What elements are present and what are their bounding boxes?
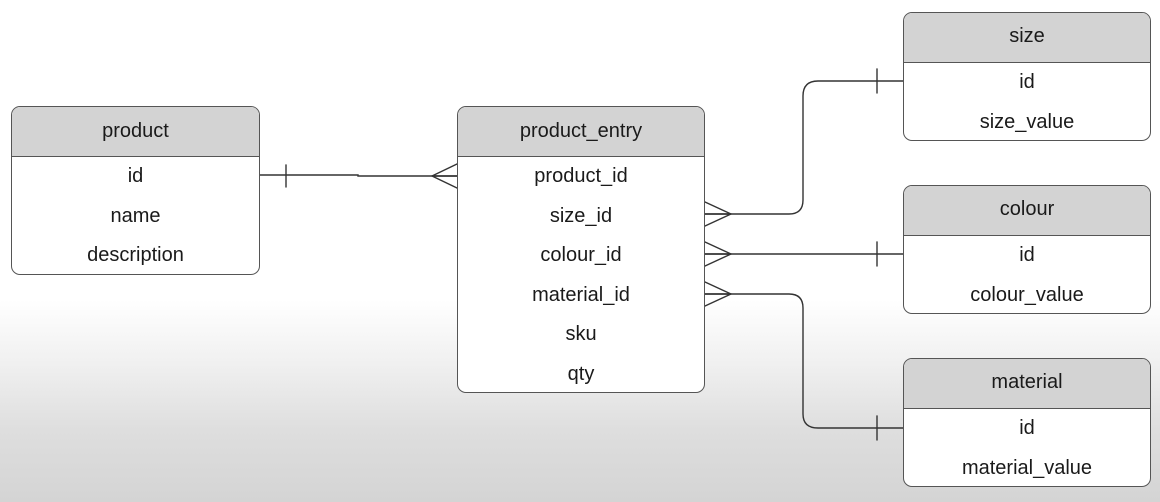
field-product-entry-sku: sku: [565, 323, 597, 345]
entity-product[interactable]: product id name description: [11, 106, 260, 275]
field-colour-value: colour_value: [970, 283, 1084, 306]
field-colour-id: id: [1019, 244, 1035, 266]
field-product-entry-product-id: product_id: [534, 165, 628, 187]
entity-product-title: product: [12, 107, 259, 157]
entity-colour-title: colour: [904, 186, 1150, 236]
entity-material-title: material: [904, 359, 1150, 409]
relation-product-product-entry: [259, 163, 458, 189]
field-product-entry-qty: qty: [567, 362, 595, 385]
field-product-name: name: [110, 204, 161, 227]
field-material-id: id: [1019, 417, 1035, 439]
relation-colour-product-entry: [704, 241, 904, 267]
entity-size-title: size: [904, 13, 1150, 63]
field-product-entry-colour-id: colour_id: [540, 244, 622, 266]
field-product-description: description: [87, 244, 184, 266]
entity-colour[interactable]: colour id colour_value: [903, 185, 1151, 314]
entity-product-entry-title: product_entry: [458, 107, 704, 157]
field-size-value: size_value: [979, 110, 1075, 133]
entity-material[interactable]: material id material_value: [903, 358, 1151, 487]
field-product-entry-size-id: size_id: [549, 204, 613, 227]
entity-product-entry[interactable]: product_entry product_id size_id colour_…: [457, 106, 705, 393]
field-size-id: id: [1019, 71, 1035, 93]
relation-size-product-entry: [704, 68, 904, 227]
entity-size[interactable]: size id size_value: [903, 12, 1151, 141]
field-product-entry-material-id: material_id: [532, 283, 630, 306]
field-product-id: id: [127, 165, 144, 187]
field-material-value: material_value: [961, 456, 1093, 479]
relation-material-product-entry: [704, 281, 904, 441]
